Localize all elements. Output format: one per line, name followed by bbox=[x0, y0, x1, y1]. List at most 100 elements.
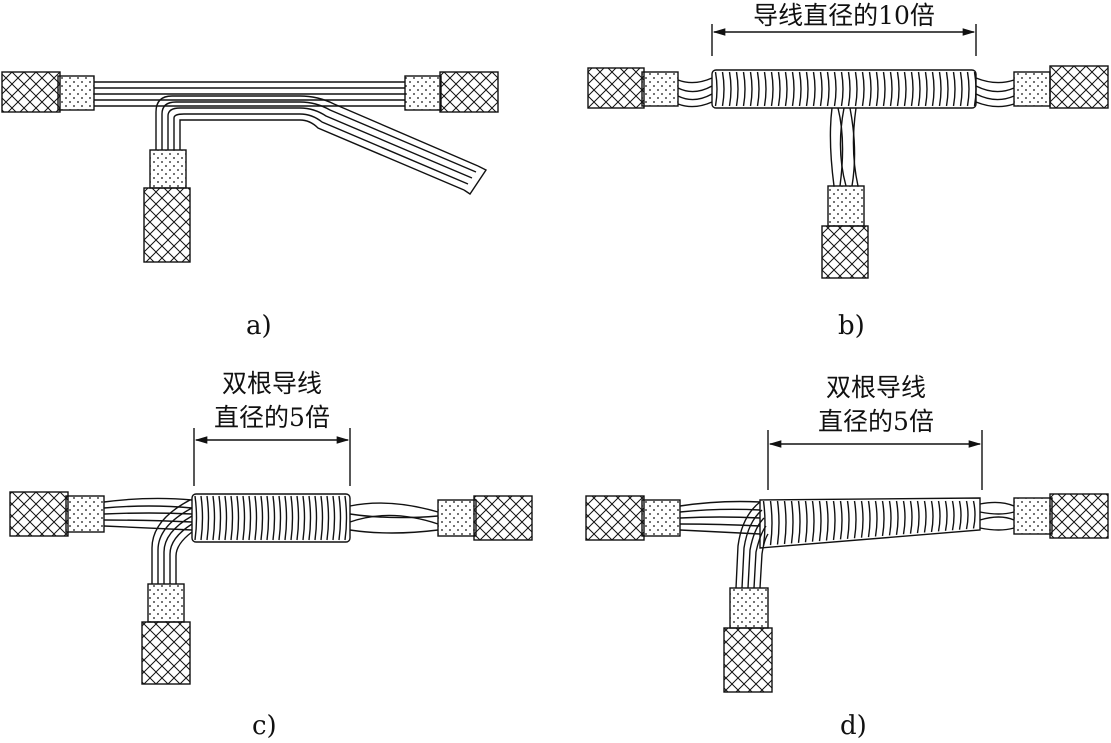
coil-winding bbox=[790, 500, 794, 544]
branch-wire-strands bbox=[155, 95, 488, 195]
dimension-label: 导线直径的10倍 bbox=[753, 1, 935, 30]
wound-coil bbox=[759, 497, 981, 549]
coil-winding bbox=[952, 71, 956, 107]
coil-winding bbox=[714, 71, 718, 107]
insulation-hatched bbox=[143, 187, 191, 263]
coil-winding bbox=[811, 500, 815, 542]
coil-winding bbox=[284, 495, 288, 541]
branch-wire-strands bbox=[829, 107, 859, 187]
coil-winding bbox=[735, 71, 739, 107]
coil-winding bbox=[923, 500, 927, 533]
branch-wire-strands bbox=[735, 501, 769, 589]
coil-winding bbox=[290, 495, 294, 541]
coil-winding bbox=[194, 495, 198, 541]
coil-winding bbox=[338, 495, 342, 541]
coil-winding bbox=[846, 500, 850, 539]
coil-winding bbox=[966, 71, 970, 107]
insulation-hatched bbox=[473, 495, 533, 541]
coil-winding bbox=[805, 71, 809, 107]
coil-winding bbox=[839, 500, 843, 540]
coil-winding bbox=[819, 71, 823, 107]
coil-winding bbox=[930, 500, 934, 533]
coil-winding bbox=[888, 500, 892, 536]
coil-winding bbox=[853, 500, 857, 539]
coil-winding bbox=[224, 495, 228, 541]
coil-winding bbox=[965, 500, 969, 530]
main-wire-strands bbox=[94, 81, 405, 107]
coil-winding bbox=[972, 500, 976, 529]
coil-winding bbox=[937, 500, 941, 532]
coil-winding bbox=[320, 495, 324, 541]
coil-winding bbox=[212, 495, 216, 541]
coil-winding bbox=[728, 71, 732, 107]
coil-winding bbox=[812, 71, 816, 107]
panel-caption: c) bbox=[252, 711, 277, 741]
coil-winding bbox=[770, 71, 774, 107]
insulation-dotted bbox=[641, 71, 679, 107]
panel-d: 双根导线 直径的5倍 d) bbox=[585, 373, 1109, 741]
coil-winding bbox=[308, 495, 312, 541]
coil-winding bbox=[860, 500, 864, 538]
coil-winding bbox=[260, 495, 264, 541]
branch-wire-strands bbox=[151, 499, 193, 584]
insulation-hatched bbox=[587, 67, 645, 109]
coil-winding bbox=[867, 500, 871, 538]
insulation-dotted bbox=[57, 75, 95, 111]
coil-winding bbox=[868, 71, 872, 107]
main-wire-strands bbox=[103, 497, 439, 534]
coil-winding bbox=[825, 500, 829, 541]
insulation-hatched bbox=[141, 621, 191, 685]
coil-winding bbox=[776, 500, 780, 545]
coil-winding bbox=[218, 495, 222, 541]
coil-winding bbox=[314, 495, 318, 541]
coil-winding bbox=[958, 500, 962, 530]
coil-winding bbox=[742, 71, 746, 107]
coil-winding bbox=[242, 495, 246, 541]
coil-winding bbox=[818, 500, 822, 542]
insulation-hatched bbox=[585, 495, 645, 541]
coil-winding bbox=[206, 495, 210, 541]
coil-winding bbox=[931, 71, 935, 107]
insulation-hatched bbox=[1049, 65, 1109, 109]
coil-winding bbox=[881, 500, 885, 537]
insulation-dotted bbox=[404, 75, 442, 111]
coil-winding bbox=[875, 71, 879, 107]
coil-winding bbox=[791, 71, 795, 107]
insulation-dotted bbox=[729, 587, 769, 629]
coil-winding bbox=[200, 495, 204, 541]
coil-winding bbox=[254, 495, 258, 541]
coil-winding bbox=[959, 71, 963, 107]
coil-winding bbox=[332, 495, 336, 541]
twisted-strands bbox=[677, 77, 1015, 108]
coil-winding bbox=[278, 495, 282, 541]
coil-winding bbox=[777, 71, 781, 107]
insulation-dotted bbox=[1013, 497, 1053, 535]
main-wire-strands bbox=[679, 500, 1015, 535]
coil-winding bbox=[756, 71, 760, 107]
coil-winding bbox=[344, 495, 348, 541]
coil-winding bbox=[951, 500, 955, 531]
coil-winding bbox=[326, 495, 330, 541]
coil-winding bbox=[230, 495, 234, 541]
coil-winding bbox=[874, 500, 878, 537]
coil-winding bbox=[266, 495, 270, 541]
coil-winding bbox=[833, 71, 837, 107]
coil-winding bbox=[840, 71, 844, 107]
dimension-label: 直径的5倍 bbox=[214, 403, 330, 432]
insulation-dotted bbox=[827, 185, 865, 227]
wound-coil bbox=[711, 69, 977, 109]
coil-winding bbox=[889, 71, 893, 107]
coil-winding bbox=[749, 71, 753, 107]
coil-winding bbox=[832, 500, 836, 541]
insulation-dotted bbox=[437, 499, 477, 537]
coil-winding bbox=[909, 500, 913, 534]
coil-winding bbox=[769, 500, 773, 546]
coil-winding bbox=[944, 500, 948, 531]
panel-a: a) bbox=[1, 71, 499, 341]
coil-winding bbox=[910, 71, 914, 107]
coil-winding bbox=[854, 71, 858, 107]
coil-winding bbox=[721, 71, 725, 107]
coil-winding bbox=[882, 71, 886, 107]
insulation-hatched bbox=[1049, 493, 1109, 539]
